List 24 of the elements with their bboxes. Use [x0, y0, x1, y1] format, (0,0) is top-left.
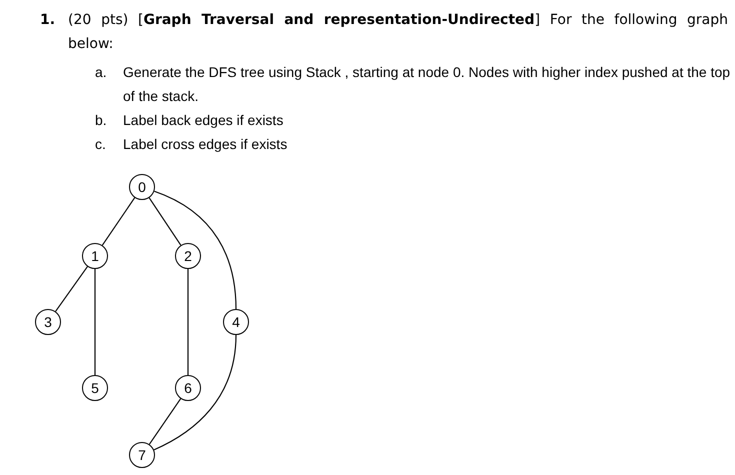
- graph-edge: [102, 197, 136, 246]
- list-item: Label back edges if exists: [123, 111, 284, 130]
- vertex-circle: 6: [175, 375, 201, 401]
- list-marker: b.: [95, 111, 108, 130]
- graph-edge: [148, 198, 182, 246]
- list-marker: a.: [95, 63, 108, 82]
- vertex-circle: 2: [175, 243, 201, 269]
- question-number: 1.: [40, 11, 56, 30]
- graph-edge: [187, 269, 189, 375]
- vertex-circle: 0: [129, 174, 155, 200]
- graph-edge: [94, 269, 96, 375]
- list-marker: c.: [95, 135, 107, 154]
- list-item: Label cross edges if exists: [123, 135, 288, 154]
- vertex-circle: 5: [82, 375, 108, 401]
- vertex-circle: 4: [223, 309, 249, 335]
- graph-edge: [154, 334, 237, 450]
- graph-edge: [148, 398, 182, 445]
- vertex-circle: 1: [82, 243, 108, 269]
- vertex-circle: 7: [129, 442, 155, 468]
- question-text: (20 pts) [Graph Traversal and representation-Undirected] For the following graph below:: [68, 11, 728, 54]
- graph-edge: [154, 190, 237, 310]
- graph-edge: [55, 266, 88, 312]
- list-item: Generate the DFS tree using Stack , starting at node 0. Nodes with higher index pushed at the top of the stack.: [123, 63, 731, 106]
- vertex-circle: 3: [35, 309, 61, 335]
